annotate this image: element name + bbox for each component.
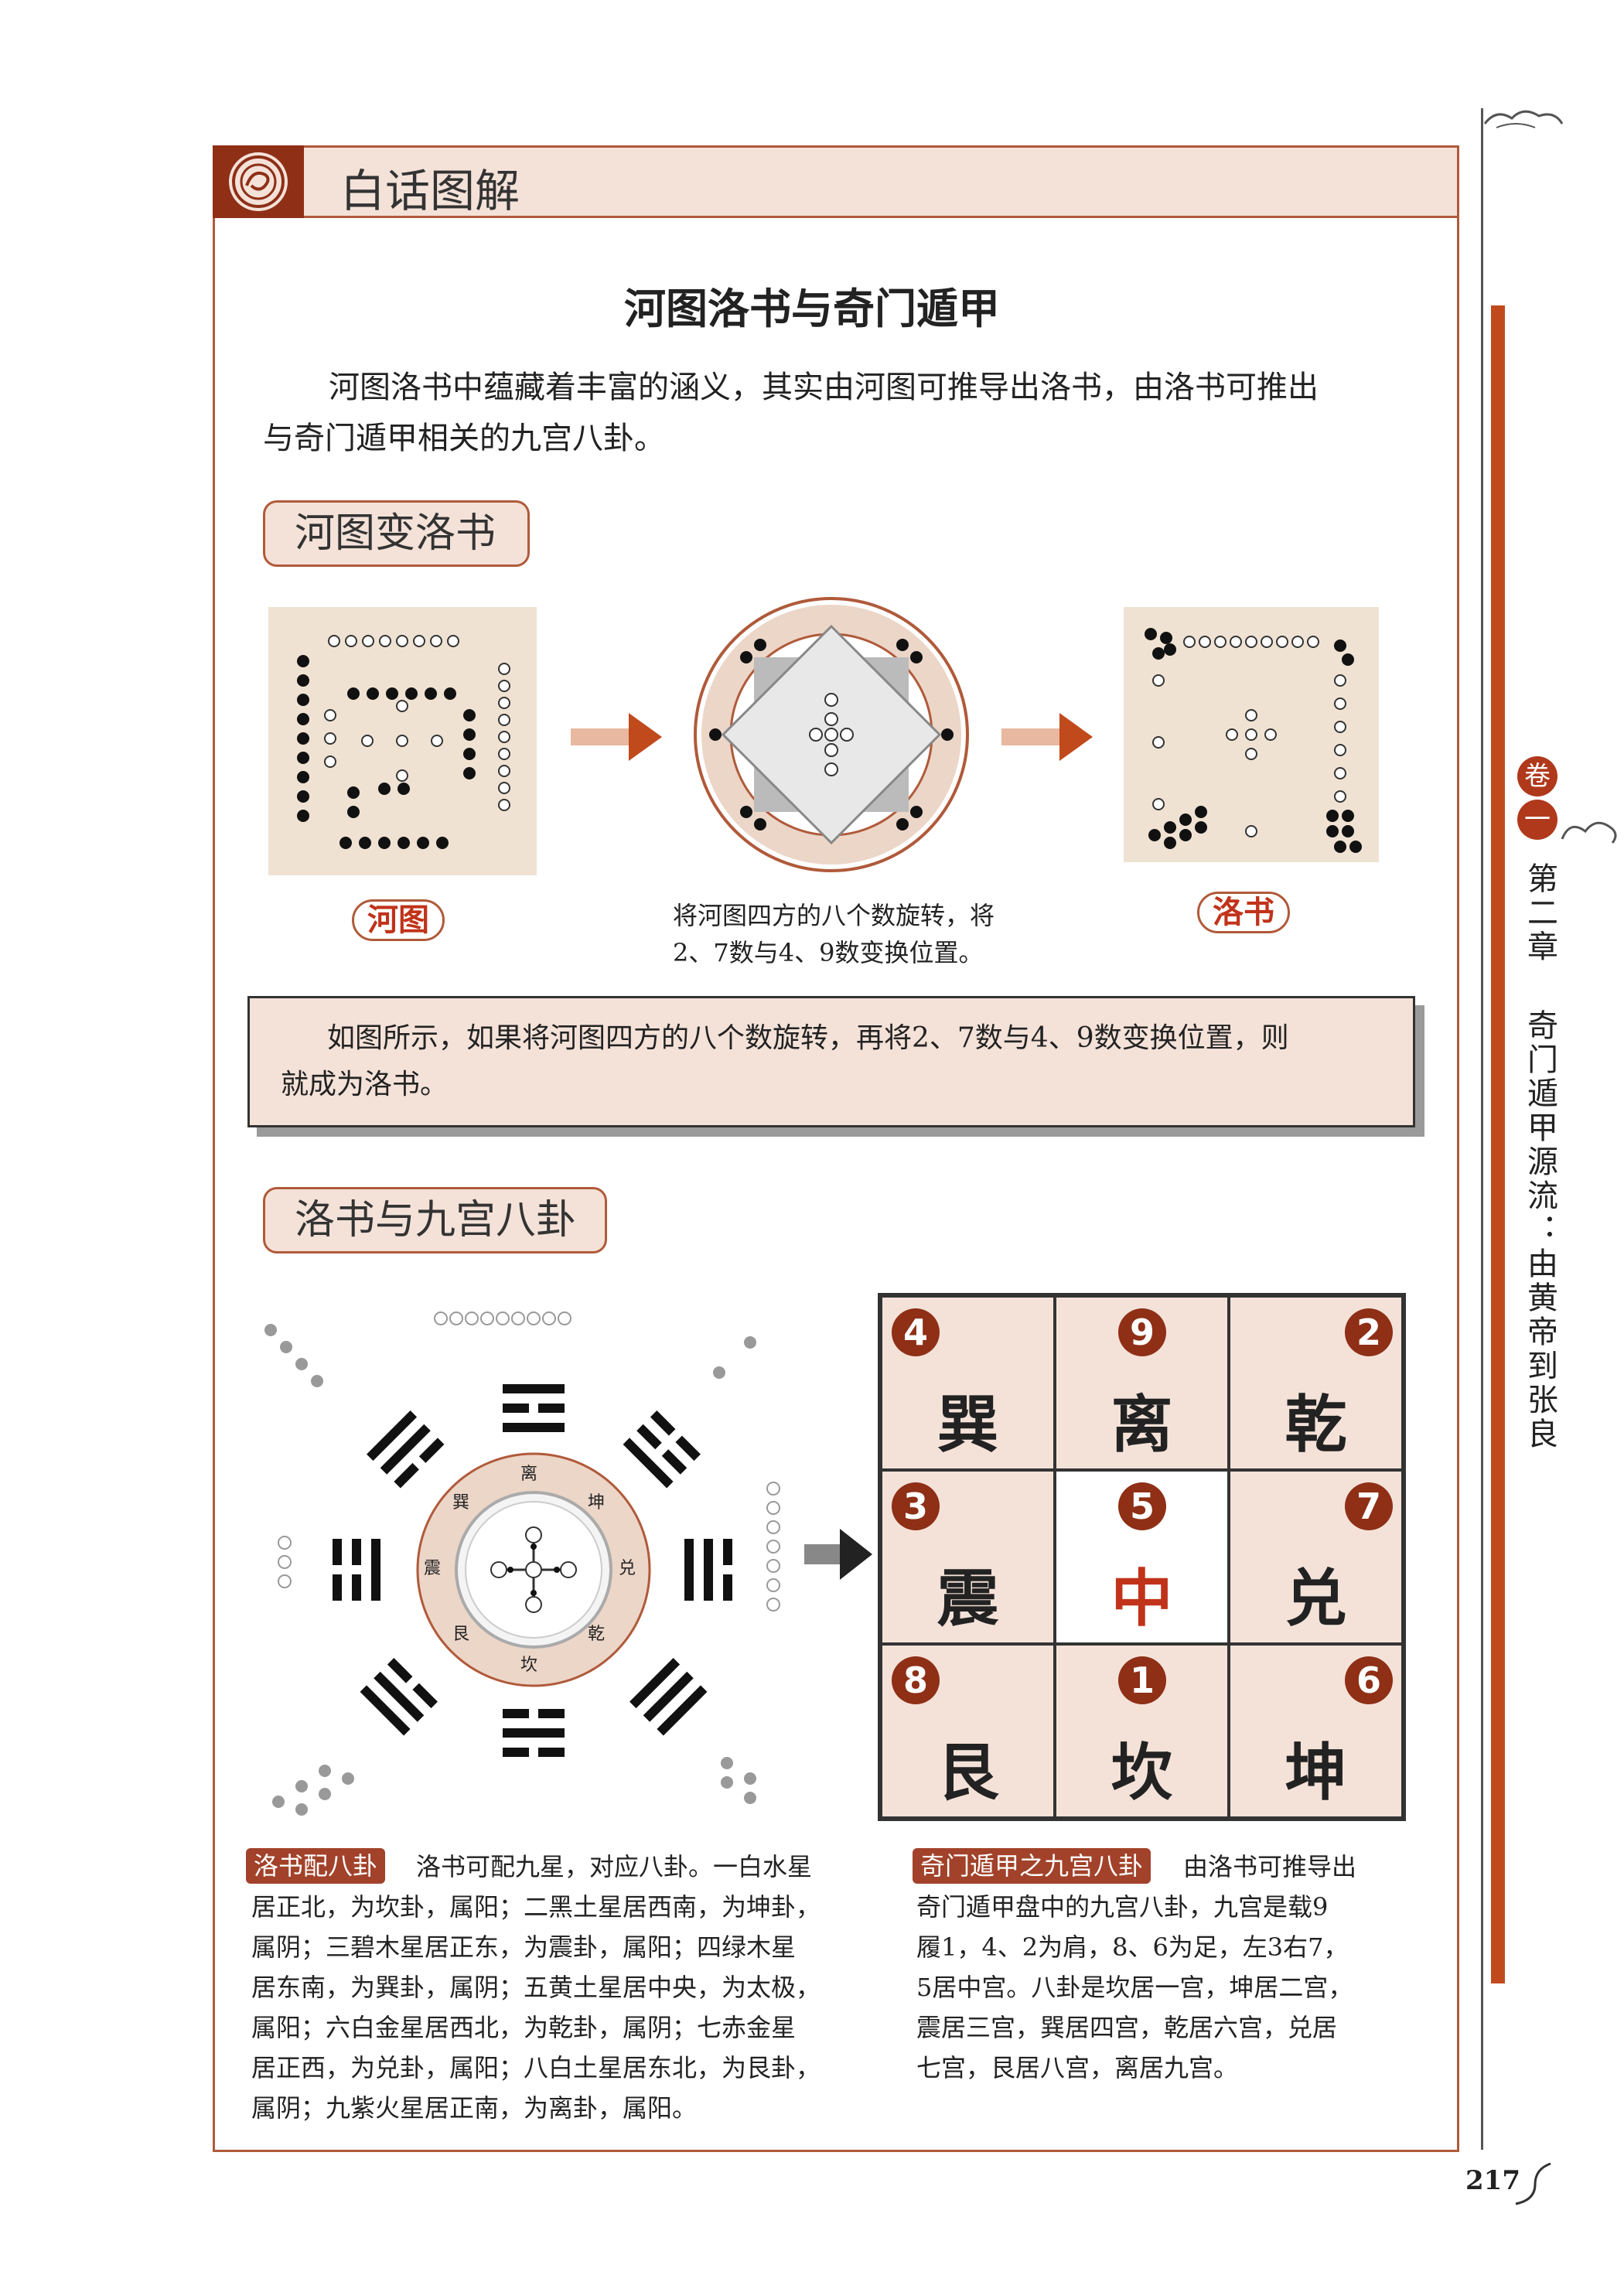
ring-label-xun: 巽 <box>452 1493 470 1513</box>
right-desc-line: 震居三宫，巽居四宫，乾居六宫，兑居 <box>916 2013 1338 2042</box>
palace-trigram: 艮 <box>937 1736 999 1809</box>
palace-cell-qian: 2 乾 <box>1229 1296 1403 1470</box>
sidebar-chapter: 第二章 <box>1522 862 1557 964</box>
left-desc-line: 属阴；三碧木星居正东，为震卦，属阳；四绿木星 <box>251 1932 797 1962</box>
palace-trigram: 离 <box>1111 1388 1173 1461</box>
palace-number: 8 <box>892 1656 940 1704</box>
note-line-1: 如图所示，如果将河图四方的八个数旋转，再将2、7数与4、9数变换位置，则 <box>327 1022 1289 1054</box>
palace-trigram: 巽 <box>937 1388 999 1461</box>
palace-number: 6 <box>1345 1656 1393 1704</box>
arrow-right-icon-2 <box>1001 713 1093 761</box>
dragon-seal-icon <box>229 152 288 211</box>
bagua-diagram-icon <box>264 1311 780 1816</box>
right-desc-line: 履1，4、2为肩，8、6为足，左3右7， <box>916 1932 1349 1962</box>
header-bar <box>213 145 1459 218</box>
luoshu-diagram <box>1124 607 1379 862</box>
right-desc-line: 5居中宫。八卦是坎居一宫，坤居二宫， <box>916 1973 1353 2002</box>
palace-number: 2 <box>1345 1308 1393 1356</box>
section-heading-hetu-to-luoshu: 河图变洛书 <box>263 500 530 567</box>
left-desc-line: 属阳；六白金星居西北，为乾卦，属阴；七赤金星 <box>251 2013 797 2042</box>
cloud-ornament-icon <box>1483 110 1564 128</box>
intro-line-2: 与奇门遁甲相关的九宫八卦。 <box>263 421 665 456</box>
juan-badge-2: 一 <box>1517 800 1557 840</box>
palace-trigram: 坤 <box>1285 1736 1347 1809</box>
right-desc-line-1: 由洛书可推导出 <box>1183 1852 1357 1881</box>
left-desc-line: 居正北，为坎卦，属阳；二黑土星居西南，为坤卦， <box>251 1892 821 1922</box>
right-desc-line: 奇门遁甲盘中的九宫八卦，九宫是载9 <box>916 1892 1329 1922</box>
ring-label-qian: 乾 <box>588 1625 606 1644</box>
palace-trigram: 兑 <box>1285 1562 1347 1635</box>
luoshu-dots-icon <box>1145 628 1362 853</box>
left-desc-line: 居正西，为兑卦，属阳；八白土星居东北，为艮卦， <box>251 2053 821 2082</box>
page-number: 217 <box>1465 2165 1520 2196</box>
note-box: 如图所示，如果将河图四方的八个数旋转，再将2、7数与4、9数变换位置，则 就成为… <box>247 996 1415 1127</box>
header-title: 白话图解 <box>340 165 520 217</box>
right-desc-tag: 奇门遁甲之九宫八卦 <box>913 1848 1151 1884</box>
palace-trigram: 中 <box>1111 1562 1173 1635</box>
juan-badge-1: 卷 <box>1517 756 1557 796</box>
sidebar-band <box>1491 305 1505 1983</box>
palace-number: 4 <box>892 1308 940 1356</box>
hetu-dots-icon <box>297 635 510 849</box>
sidebar-chapter-title: 奇门遁甲源流：由黄帝到张良 <box>1522 1009 1557 1451</box>
section-heading-luoshu-bagua: 洛书与九宫八卦 <box>263 1187 607 1253</box>
palace-number: 9 <box>1118 1308 1166 1356</box>
rotation-diagram-icon <box>694 597 969 872</box>
palace-trigram: 乾 <box>1285 1388 1347 1461</box>
palace-trigram: 震 <box>937 1562 999 1635</box>
palace-cell-dui: 7 兑 <box>1229 1470 1403 1644</box>
palace-cell-xun: 4 巽 <box>881 1296 1055 1470</box>
sidebar-line <box>1481 108 1483 2150</box>
palace-cell-li: 9 离 <box>1055 1296 1229 1470</box>
arrow-right-black-icon <box>804 1529 872 1580</box>
left-desc-tag: 洛书配八卦 <box>246 1848 386 1884</box>
left-desc-line-1: 洛书可配九星，对应八卦。一白水星 <box>416 1852 813 1881</box>
palace-cell-kun: 6 坤 <box>1229 1644 1403 1818</box>
intro-line-1: 河图洛书中蕴藏着丰富的涵义，其实由河图可推导出洛书，由洛书可推出 <box>329 370 1319 405</box>
palace-number: 7 <box>1345 1482 1393 1530</box>
hetu-diagram <box>268 607 537 875</box>
right-desc-lines: 奇门遁甲盘中的九宫八卦，九宫是载9 履1，4、2为肩，8、6为足，左3右7， 5… <box>916 1887 1353 2088</box>
right-desc-line: 七宫，艮居八宫，离居九宫。 <box>916 2053 1239 2082</box>
ring-label-dui: 兑 <box>619 1559 636 1578</box>
nine-palace-grid: 4 巽 9 离 2 乾 3 震 5 中 7 兑 8 艮 1 坎 6 坤 <box>878 1293 1406 1821</box>
left-desc-lines: 居正北，为坎卦，属阳；二黑土星居西南，为坤卦， 属阴；三碧木星居正东，为震卦，属… <box>251 1887 821 2128</box>
page-title: 河图洛书与奇门遁甲 <box>624 285 1000 333</box>
palace-trigram: 坎 <box>1111 1736 1173 1809</box>
page-swirl-icon <box>1515 2162 1551 2205</box>
header-logo-box <box>213 145 304 218</box>
ring-label-kun: 坤 <box>588 1493 606 1513</box>
arrow-right-icon <box>571 713 662 761</box>
palace-cell-center: 5 中 <box>1055 1470 1229 1644</box>
luoshu-label: 洛书 <box>1197 892 1290 933</box>
hetu-label: 河图 <box>352 899 445 941</box>
palace-cell-kan: 1 坎 <box>1055 1644 1229 1818</box>
left-desc-line: 属阴；九紫火星居正南，为离卦，属阳。 <box>251 2093 698 2123</box>
rotation-caption-line-2: 2、7数与4、9数变换位置。 <box>673 938 984 967</box>
ring-label-zhen: 震 <box>424 1559 442 1578</box>
palace-number: 5 <box>1118 1482 1166 1530</box>
palace-number: 1 <box>1118 1656 1166 1704</box>
ring-label-gen: 艮 <box>452 1625 470 1644</box>
palace-cell-zhen: 3 震 <box>881 1470 1055 1644</box>
left-desc-line: 居东南，为巽卦，属阴；五黄土星居中央，为太极， <box>251 1973 821 2002</box>
ring-label-kan: 坎 <box>520 1656 538 1675</box>
cloud-ornament-icon-2 <box>1561 821 1617 844</box>
rotation-caption-line-1: 将河图四方的八个数旋转，将 <box>673 901 995 930</box>
note-line-2: 就成为洛书。 <box>281 1069 449 1100</box>
palace-cell-gen: 8 艮 <box>881 1644 1055 1818</box>
ring-label-li: 离 <box>520 1465 538 1484</box>
palace-number: 3 <box>892 1482 940 1530</box>
